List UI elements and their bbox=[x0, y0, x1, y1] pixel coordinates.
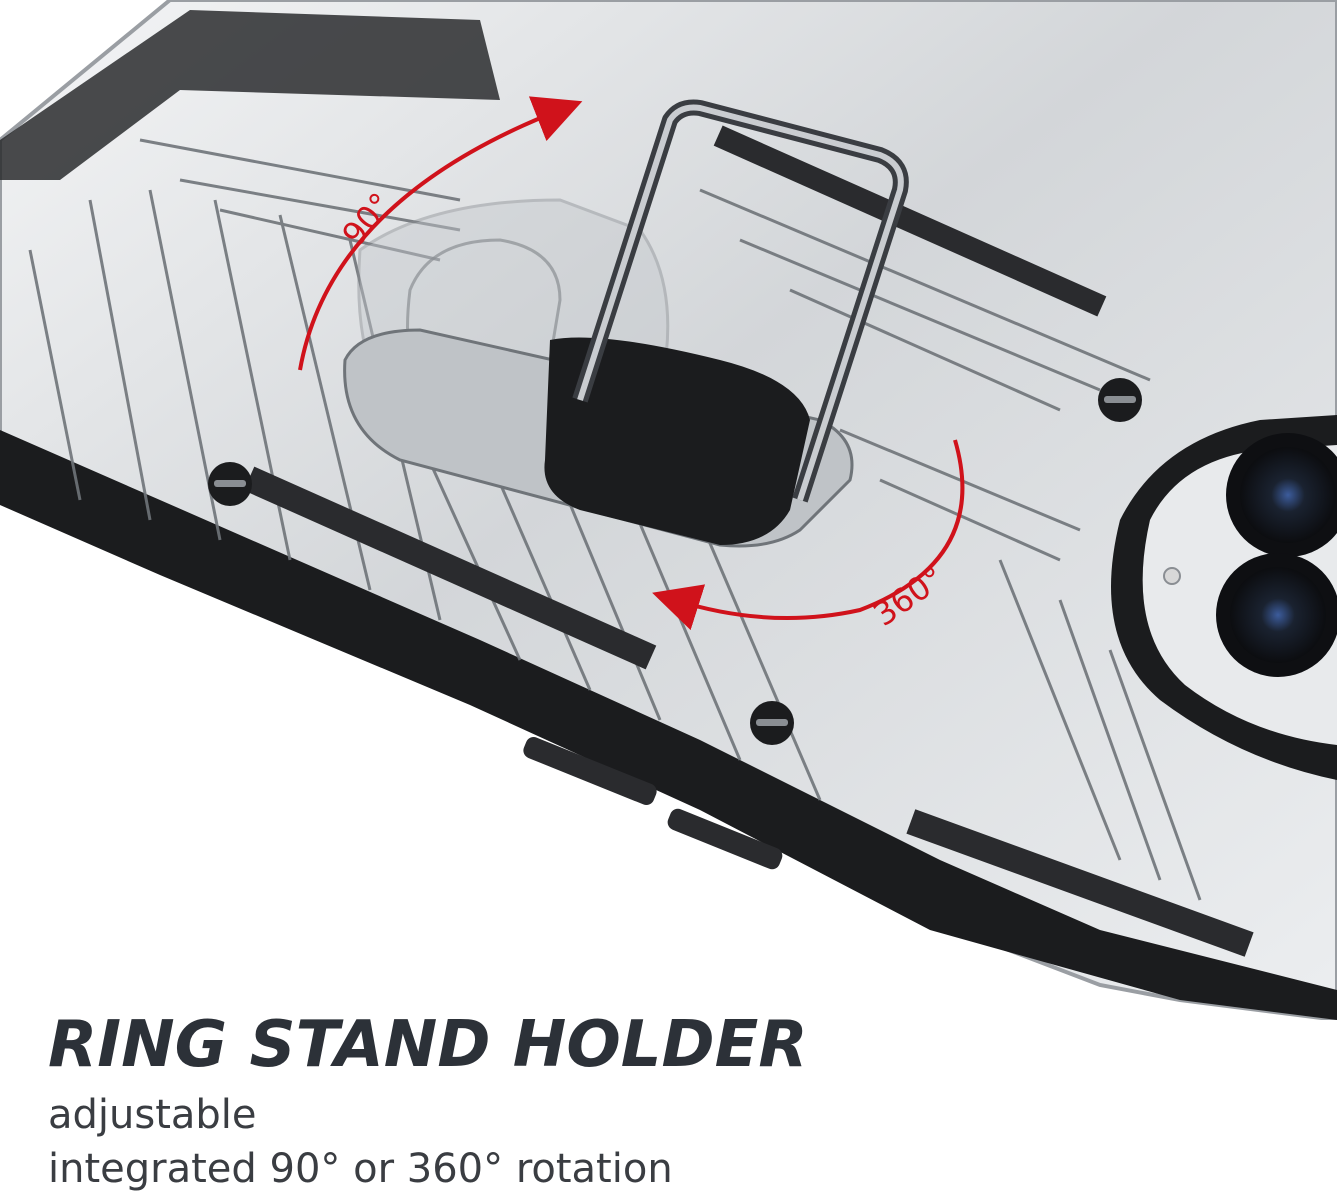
headline: RING STAND HOLDER bbox=[48, 1008, 808, 1082]
ring-holder bbox=[343, 99, 909, 548]
screw-icon bbox=[750, 701, 794, 745]
product-photo: 90° 360° bbox=[0, 0, 1337, 1020]
camera-module bbox=[1111, 415, 1337, 780]
subtitle-line-2: integrated 90° or 360° rotation bbox=[48, 1146, 673, 1192]
screw-icon bbox=[208, 462, 252, 506]
screw-icon bbox=[1098, 378, 1142, 422]
subtitle-line-1: adjustable bbox=[48, 1092, 257, 1138]
